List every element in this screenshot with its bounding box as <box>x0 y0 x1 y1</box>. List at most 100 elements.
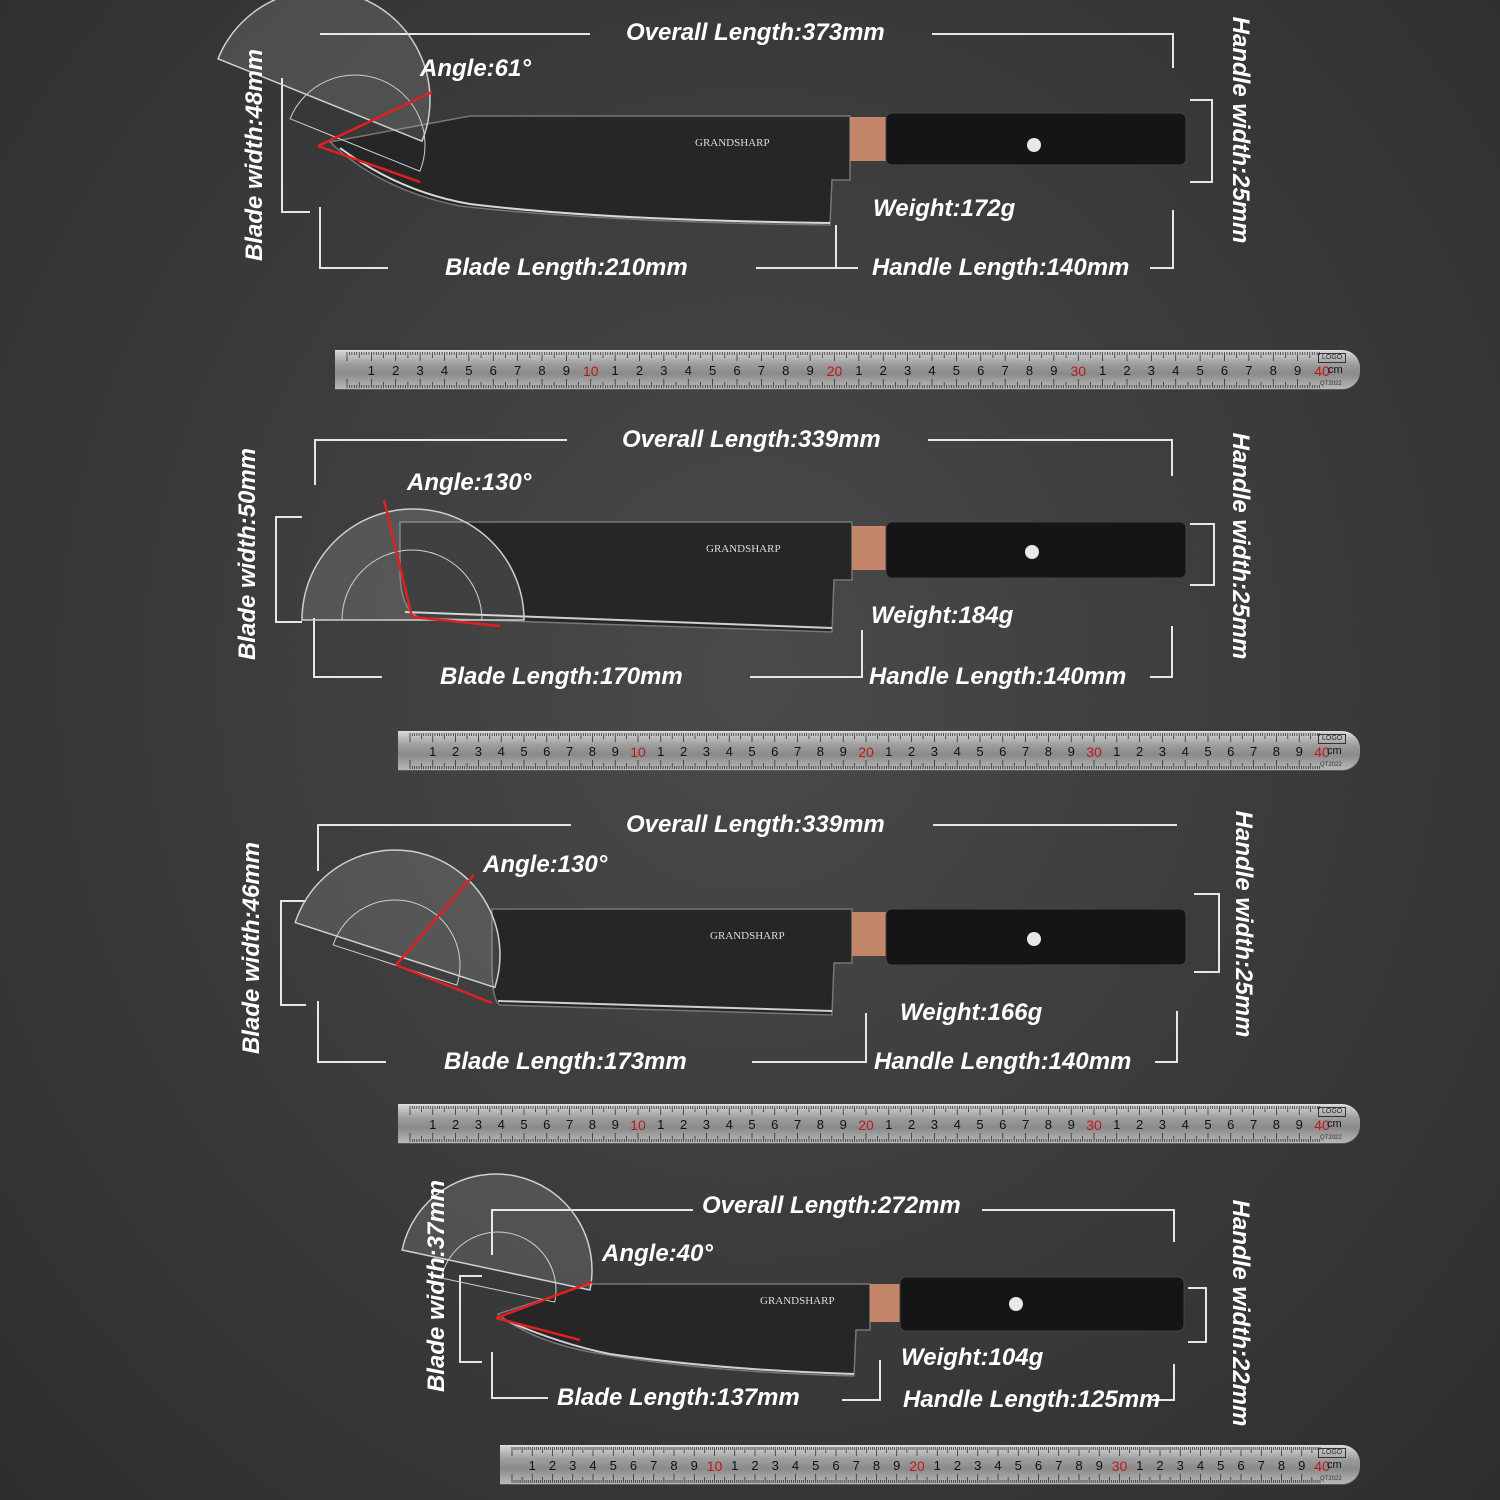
overall-length-label: Overall Length:373mm <box>626 19 885 46</box>
ruler-number: 5 <box>1204 744 1212 759</box>
ruler-number: 8 <box>816 1117 825 1132</box>
brand-label: GRANDSHARP <box>706 543 781 555</box>
ruler-number: 8 <box>1272 1117 1281 1132</box>
ruler-number: 4 <box>497 1117 505 1132</box>
ruler-number: 2 <box>751 1458 759 1473</box>
ruler-number: 1 <box>1113 1117 1121 1132</box>
ruler-number: 7 <box>1021 744 1030 759</box>
ruler-number: 6 <box>771 744 779 759</box>
ruler-major-number: 30 <box>1086 1117 1102 1133</box>
ruler-number: 2 <box>907 1117 916 1132</box>
handle-length-label: Handle Length:140mm <box>874 1048 1132 1075</box>
ruler-code: QT2022 <box>1320 762 1342 768</box>
handle-width-label: Handle width:25mm <box>1227 16 1254 244</box>
ruler-number: 1 <box>429 1117 437 1132</box>
ruler-number: 9 <box>839 744 847 759</box>
ruler-number: 3 <box>904 363 912 378</box>
ruler-number: 5 <box>709 363 717 378</box>
ruler-number: 6 <box>629 1458 638 1473</box>
ruler-number: 3 <box>930 1117 939 1132</box>
ruler-number: 5 <box>812 1458 820 1473</box>
knife-1-graphic <box>217 0 1213 269</box>
overall-length-label: Overall Length:339mm <box>626 811 885 838</box>
ruler-logo: LOGO <box>1318 1448 1347 1458</box>
knife-4-handle <box>899 1276 1185 1332</box>
ruler-major-number: 20 <box>826 363 843 379</box>
handle-width-label: Handle width:22mm <box>1227 1199 1254 1427</box>
ruler-code: QT2022 <box>1320 381 1342 387</box>
ruler-number: 2 <box>451 1117 460 1132</box>
ruler-number: 8 <box>1075 1458 1083 1473</box>
ruler-major-number: 30 <box>1070 363 1087 379</box>
blade-width-label: Blade width:46mm <box>238 841 265 1055</box>
ruler-number: 9 <box>1095 1458 1103 1473</box>
ruler-number: 6 <box>733 363 741 378</box>
blade-length-label: Blade Length:137mm <box>557 1384 800 1411</box>
ruler-number: 9 <box>562 363 570 378</box>
ruler-number: 6 <box>1227 744 1235 759</box>
ruler-number: 7 <box>1245 363 1253 378</box>
ruler-number: 9 <box>611 744 619 759</box>
ruler-number: 9 <box>1294 363 1302 378</box>
brand-label: GRANDSHARP <box>695 137 770 149</box>
ruler-number: 8 <box>872 1458 881 1473</box>
ruler-number: 5 <box>976 744 984 759</box>
ruler-number: 8 <box>782 363 790 378</box>
ruler-number: 9 <box>893 1458 901 1473</box>
ruler-number: 1 <box>855 363 863 378</box>
angle-label: Angle:61° <box>420 55 531 82</box>
knife-2-rivet <box>1025 545 1039 559</box>
ruler-major-number: 20 <box>858 1117 874 1133</box>
knife-1-bolster <box>850 117 886 161</box>
ruler-number: 4 <box>1196 1458 1205 1473</box>
ruler-number: 6 <box>1237 1458 1245 1473</box>
ruler-major-number: 10 <box>582 363 599 379</box>
ruler-number: 5 <box>1196 363 1204 378</box>
ruler-number: 4 <box>497 744 505 759</box>
ruler-number: 2 <box>548 1458 557 1473</box>
ruler-number: 6 <box>1227 1117 1235 1132</box>
ruler-number: 6 <box>543 744 551 759</box>
brand-label: GRANDSHARP <box>760 1295 835 1307</box>
ruler-number: 7 <box>565 744 574 759</box>
weight-label: Weight:172g <box>873 195 1016 222</box>
angle-label: Angle:130° <box>407 469 532 496</box>
knife-1-blade <box>328 115 851 226</box>
overall-length-label: Overall Length:272mm <box>702 1192 961 1219</box>
weight-label: Weight:184g <box>871 602 1014 629</box>
blade-width-label: Blade width:37mm <box>423 1179 450 1393</box>
handle-width-label: Handle width:25mm <box>1227 432 1254 660</box>
ruler-number: 7 <box>793 744 802 759</box>
blade-width-label: Blade width:50mm <box>234 447 261 661</box>
ruler-number: 4 <box>953 1117 961 1132</box>
ruler-number: 3 <box>474 1117 483 1132</box>
weight-label: Weight:104g <box>901 1344 1044 1371</box>
ruler-number: 2 <box>1123 363 1131 378</box>
ruler-number: 5 <box>748 744 756 759</box>
blade-length-label: Blade Length:173mm <box>444 1048 687 1075</box>
ruler-number: 1 <box>657 744 665 759</box>
ruler-number: 5 <box>609 1458 617 1473</box>
ruler-number: 3 <box>569 1458 577 1473</box>
ruler-number: 8 <box>1277 1458 1286 1473</box>
ruler-number: 4 <box>1181 1117 1189 1132</box>
ruler-logo: LOGO <box>1318 734 1347 744</box>
ruler-number: 3 <box>474 744 483 759</box>
ruler-number: 6 <box>999 1117 1007 1132</box>
ruler-unit: cm <box>1327 1118 1342 1130</box>
ruler-number: 4 <box>1172 363 1180 378</box>
ruler-number: 5 <box>520 744 528 759</box>
ruler-unit: cm <box>1327 1459 1342 1471</box>
ruler-number: 7 <box>1249 744 1258 759</box>
ruler-number: 6 <box>977 363 985 378</box>
ruler-number: 1 <box>657 1117 665 1132</box>
ruler-number: 5 <box>748 1117 756 1132</box>
ruler-number: 3 <box>771 1458 779 1473</box>
ruler-number: 2 <box>1156 1458 1164 1473</box>
ruler-number: 6 <box>771 1117 779 1132</box>
